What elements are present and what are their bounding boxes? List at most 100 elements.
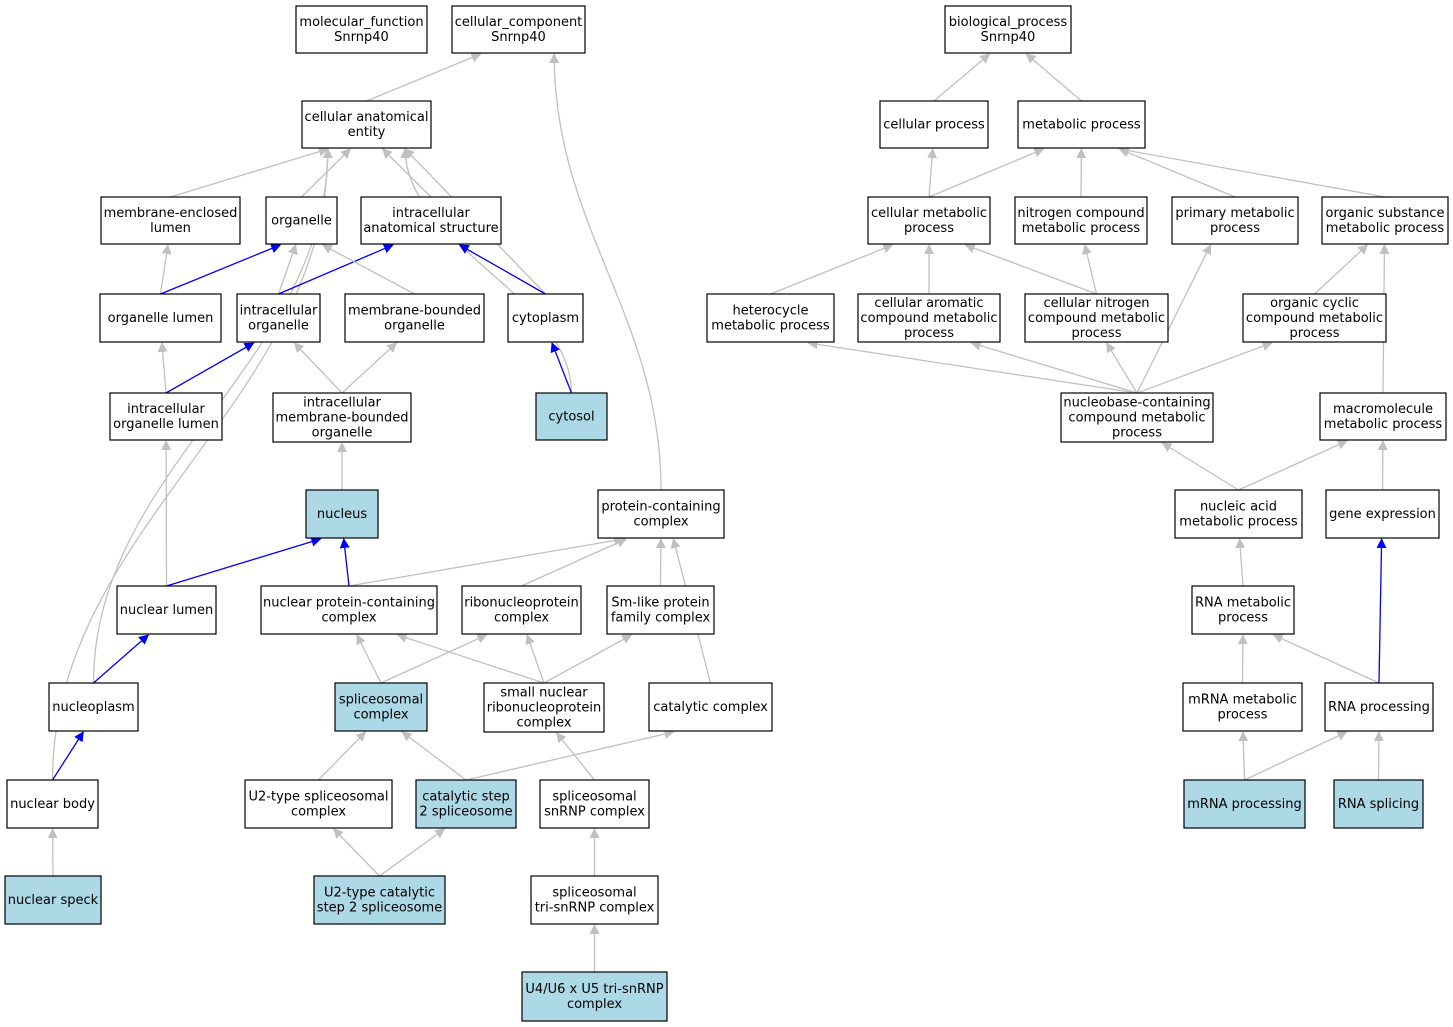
node-cell-proc[interactable]: cellular process: [879, 100, 989, 149]
edge-met-proc-to-bp-root: [1025, 53, 1082, 102]
edge-cytosol-to-cytoplasm: [550, 342, 573, 394]
edge-cytosol-to-cae: [400, 148, 573, 394]
node-label-line: process: [1218, 708, 1268, 723]
node-organelle[interactable]: organelle: [265, 196, 338, 245]
node-label-line: small nuclear: [500, 686, 588, 701]
node-box: [1024, 293, 1169, 343]
node-label-line: cellular anatomical: [305, 110, 429, 125]
node-label-line: metabolic process: [711, 319, 830, 334]
node-label-line: mRNA processing: [1187, 797, 1302, 812]
node-label-line: ribonucleoprotein: [487, 701, 602, 716]
node-label-line: process: [904, 221, 954, 236]
edge-snrnp-to-npcc: [396, 633, 545, 684]
node-nuc-lumen[interactable]: nuclear lumen: [116, 585, 217, 635]
edge-rna-proc-to-rna-met: [1272, 634, 1380, 684]
node-label-line: Snrnp40: [334, 30, 389, 45]
node-label-line: U4/U6 x U5 tri-snRNP: [525, 982, 663, 997]
node-label-line: organelle lumen: [108, 311, 214, 326]
node-nuc-body[interactable]: nuclear body: [6, 779, 99, 829]
edge-nucleobase-to-cell-arom: [970, 340, 1138, 394]
node-label-line: intracellular: [303, 396, 381, 411]
node-label-line: membrane-enclosed: [104, 206, 238, 221]
node-rna-proc[interactable]: RNA processing: [1324, 682, 1434, 732]
node-box: [272, 392, 412, 443]
node-label-line: metabolic process: [1179, 515, 1298, 530]
node-label-line: family complex: [611, 611, 711, 626]
edge-org-cyc-to-org-sub-met: [1314, 244, 1369, 295]
node-gene-expr[interactable]: gene expression: [1325, 489, 1440, 539]
node-label-line: gene expression: [1329, 507, 1436, 522]
node-label-line: compound metabolic: [1068, 411, 1205, 426]
node-label-line: nuclear protein-containing: [263, 596, 435, 611]
node-label-line: lumen: [150, 221, 191, 236]
node-nucleoplasm[interactable]: nucleoplasm: [48, 682, 139, 732]
node-box: [1321, 196, 1449, 245]
node-label-line: biological_process: [949, 15, 1068, 30]
node-cytosol[interactable]: cytosol: [535, 392, 608, 441]
node-box: [648, 682, 773, 732]
edge-u2-cat-to-u2-spl: [333, 828, 380, 877]
node-box: [1324, 682, 1434, 732]
edge-u2-spl-to-spl-complex: [318, 731, 367, 781]
node-box: [344, 293, 485, 343]
node-label-line: complex: [291, 805, 346, 820]
edge-ic-org-to-ias: [278, 243, 394, 295]
node-box: [606, 585, 715, 635]
node-org-lumen[interactable]: organelle lumen: [99, 293, 222, 343]
edge-snrnp-to-rnp: [525, 634, 545, 684]
edge-mrna-proc-to-rna-proc: [1244, 731, 1348, 781]
edge-nucleobase-to-org-cyc: [1136, 341, 1273, 394]
edge-hetero-met-to-cell-met: [770, 243, 894, 295]
edge-na-met-to-macro-met: [1238, 440, 1348, 491]
node-rna-splicing[interactable]: RNA splicing: [1333, 779, 1424, 829]
node-box: [1017, 100, 1146, 149]
node-nucleus[interactable]: nucleus: [305, 489, 379, 539]
node-nuc-speck[interactable]: nuclear speck: [4, 875, 102, 925]
edge-cae-to-cc-root: [366, 52, 482, 102]
node-cytoplasm[interactable]: cytoplasm: [507, 293, 584, 343]
node-box: [944, 5, 1072, 54]
node-label-line: RNA splicing: [1338, 797, 1419, 812]
node-catalytic[interactable]: catalytic complex: [648, 682, 773, 732]
node-mrna-proc[interactable]: mRNA processing: [1183, 779, 1306, 829]
node-label-line: cellular nitrogen: [1043, 296, 1149, 311]
edge-na-met-to-nucleobase: [1161, 442, 1239, 491]
node-met-proc[interactable]: metabolic process: [1017, 100, 1146, 149]
